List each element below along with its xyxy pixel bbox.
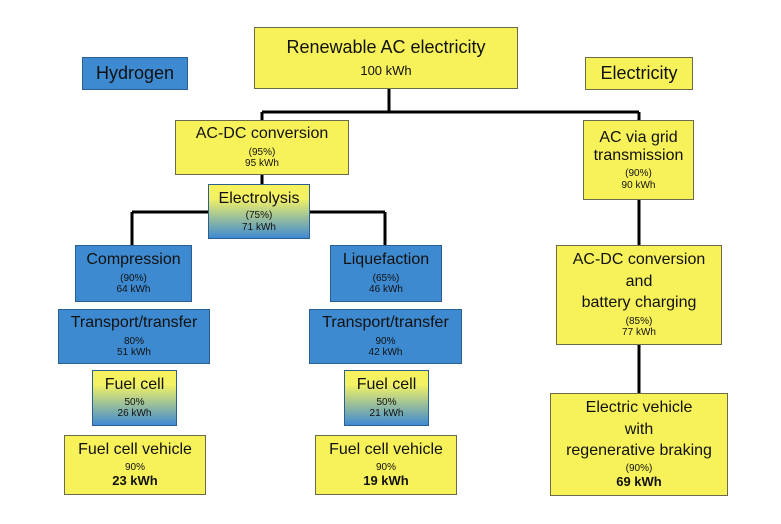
node-electrolysis: Electrolysis (75%) 71 kWh	[208, 184, 310, 239]
legend-electricity-label: Electricity	[600, 63, 678, 84]
node-value: 64 kWh	[116, 284, 151, 296]
node-efficiency: 80%	[123, 335, 144, 347]
node-battery-charging: AC-DC conversion and battery charging (8…	[556, 245, 722, 345]
node-compression: Compression (90%) 64 kWh	[75, 245, 192, 302]
node-title: Compression	[86, 251, 181, 269]
node-fuelcell-vehicle-right: Fuel cell vehicle 90% 19 kWh	[315, 435, 457, 495]
node-title: Fuel cell	[356, 376, 417, 394]
node-value: 21 kWh	[369, 408, 404, 420]
node-title: Renewable AC electricity	[286, 37, 486, 58]
node-value: 69 kWh	[616, 473, 662, 489]
node-value: 42 kWh	[368, 347, 403, 359]
node-efficiency: 90%	[124, 462, 145, 474]
node-title: Liquefaction	[342, 251, 430, 269]
legend-hydrogen: Hydrogen	[82, 57, 188, 90]
node-title: Fuel cell vehicle	[78, 441, 192, 459]
node-efficiency: (65%)	[372, 272, 400, 284]
node-title: Fuel cell	[104, 376, 165, 394]
node-renewable-ac: Renewable AC electricity 100 kWh	[254, 27, 518, 89]
node-value: 26 kWh	[117, 408, 152, 420]
node-title: AC-DC conversion	[195, 125, 329, 143]
node-liquefaction: Liquefaction (65%) 46 kWh	[330, 245, 442, 302]
legend-electricity: Electricity	[585, 57, 693, 90]
node-title-line2: transmission	[593, 147, 684, 164]
node-h2-acdc: AC-DC conversion (95%) 95 kWh	[175, 120, 349, 175]
node-value: 23 kWh	[112, 472, 158, 488]
node-title-line3: battery charging	[581, 294, 697, 312]
node-efficiency: (90%)	[625, 168, 652, 180]
node-efficiency: 50%	[124, 396, 145, 408]
node-efficiency: (95%)	[248, 146, 276, 158]
node-title-line2: with	[624, 420, 654, 438]
node-fuelcell-vehicle-left: Fuel cell vehicle 90% 23 kWh	[64, 435, 206, 495]
node-title: Transport/transfer	[70, 314, 198, 332]
node-efficiency: 50%	[376, 396, 397, 408]
node-efficiency: (90%)	[625, 463, 653, 475]
node-value: 46 kWh	[369, 284, 403, 296]
node-title-line3: regenerative braking	[566, 441, 712, 459]
node-efficiency: 90%	[375, 462, 396, 474]
node-title: Transport/transfer	[322, 314, 449, 332]
node-title: Fuel cell vehicle	[329, 441, 443, 459]
node-title-line1: AC-DC conversion	[572, 251, 706, 269]
node-title-line1: Electric vehicle	[585, 399, 693, 417]
node-value: 95 kWh	[245, 158, 279, 170]
node-fuelcell-left: Fuel cell 50% 26 kWh	[92, 370, 177, 426]
node-title-line1: AC via grid	[599, 128, 678, 146]
node-value: 51 kWh	[117, 347, 151, 359]
node-efficiency: 90%	[375, 335, 396, 347]
node-electric-vehicle: Electric vehicle with regenerative braki…	[550, 393, 728, 496]
node-value: 100 kWh	[360, 62, 412, 78]
node-fuelcell-right: Fuel cell 50% 21 kWh	[344, 370, 429, 426]
node-title: Electrolysis	[218, 189, 300, 207]
node-value: 19 kWh	[363, 472, 409, 488]
node-transport-left: Transport/transfer 80% 51 kWh	[58, 309, 210, 364]
node-efficiency: (75%)	[245, 210, 273, 222]
node-value: 77 kWh	[622, 327, 656, 339]
node-efficiency: (85%)	[625, 315, 653, 327]
node-value: 90 kWh	[621, 179, 656, 191]
node-title-line2: and	[625, 272, 653, 290]
node-efficiency: (90%)	[120, 272, 147, 284]
node-transport-right: Transport/transfer 90% 42 kWh	[309, 309, 462, 364]
node-value: 71 kWh	[242, 221, 276, 233]
node-grid-transmission: AC via grid transmission (90%) 90 kWh	[583, 120, 694, 200]
legend-hydrogen-label: Hydrogen	[95, 63, 175, 84]
